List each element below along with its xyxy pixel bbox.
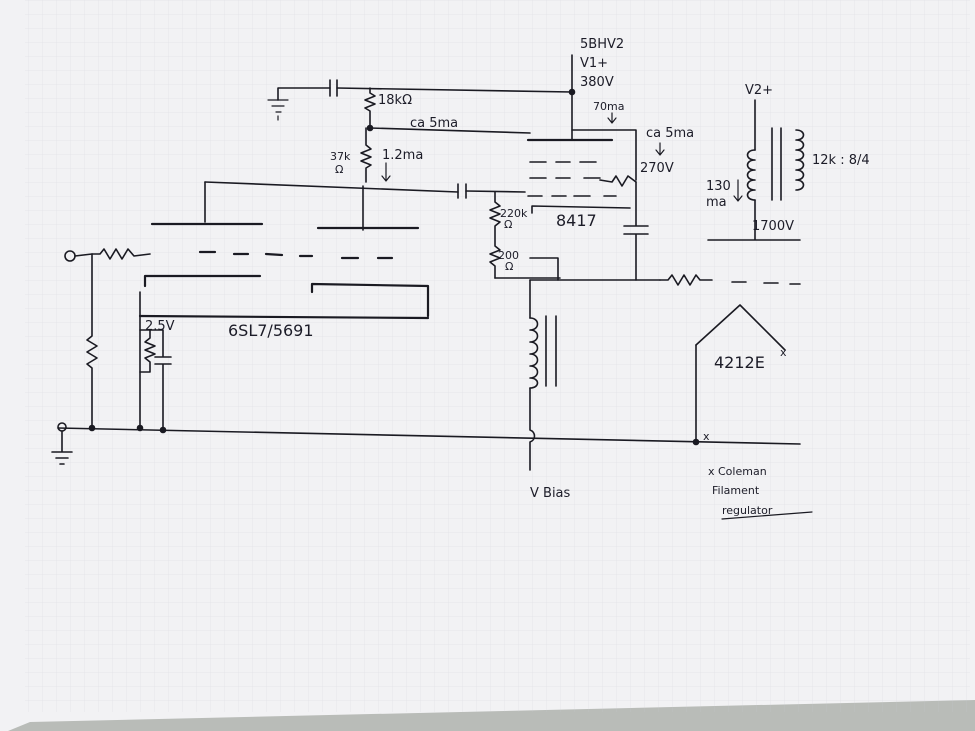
resistor-220k-unit: Ω xyxy=(504,218,512,231)
output-tube xyxy=(526,54,631,214)
note-line-2: Filament xyxy=(712,484,760,497)
resistor-37k-value: 37k xyxy=(330,150,351,163)
screen-current-arrow xyxy=(655,142,665,156)
input-section xyxy=(64,248,151,429)
screen-supply xyxy=(571,129,649,281)
note-line-1: x Coleman xyxy=(708,465,767,478)
resistor-37k xyxy=(360,127,372,183)
transformer-ratio-label: 12k : 8/4 xyxy=(812,153,870,168)
plate-current-label: 70ma xyxy=(593,100,624,113)
current-label-top: ca 5ma xyxy=(410,116,458,131)
bias-choke xyxy=(529,279,557,471)
v1-voltage-label: 380V xyxy=(580,75,614,90)
rectifier-label: 5BHV2 xyxy=(580,37,624,52)
ground-bus xyxy=(51,422,801,465)
resistor-18k-label: 18kΩ xyxy=(378,93,412,108)
plate-current-arrow xyxy=(607,112,617,124)
screen-voltage-label: 270V xyxy=(640,161,674,176)
rect-x-mark: x xyxy=(780,346,787,359)
output-transformer xyxy=(707,99,805,241)
ground-x-mark: x xyxy=(703,430,710,443)
current-label-1-2ma: 1.2ma xyxy=(382,148,423,163)
resistor-37k-unit: Ω xyxy=(335,163,343,176)
screen-current-label: ca 5ma xyxy=(646,126,694,141)
current-arrow-1-2ma xyxy=(381,162,391,182)
resistor-200-value: 200 xyxy=(498,249,519,262)
driver-tube-cathodes xyxy=(138,274,430,320)
driver-tube-plates xyxy=(150,222,420,230)
hv-voltage-label: 1700V xyxy=(752,219,794,234)
transformer-current-arrow xyxy=(733,179,743,202)
current-130-label: 130 xyxy=(706,179,731,194)
cathode-rc xyxy=(139,329,172,431)
v2-label: V2+ xyxy=(745,83,773,98)
resistor-220k-value: 220k xyxy=(500,207,528,220)
rectifier-tube-label: 4212E xyxy=(714,353,765,372)
driver-tube-grids xyxy=(198,250,394,260)
top-coupling-branch xyxy=(267,79,573,121)
driver-tube-label: 6SL7/5691 xyxy=(228,321,314,340)
bias-feed-line xyxy=(369,127,531,134)
cathode-output-line xyxy=(529,274,801,286)
resistor-200-unit: Ω xyxy=(505,260,513,273)
vbias-label: V Bias xyxy=(530,486,571,501)
v1-label: V1+ xyxy=(580,56,608,71)
note-line-3: regulator xyxy=(722,504,773,517)
output-grid-network xyxy=(489,191,561,281)
paper-grid xyxy=(25,0,970,712)
note-underline xyxy=(721,511,813,520)
current-ma-label: ma xyxy=(706,195,727,210)
output-tube-label: 8417 xyxy=(556,211,597,230)
rectifier-tube xyxy=(692,304,786,446)
